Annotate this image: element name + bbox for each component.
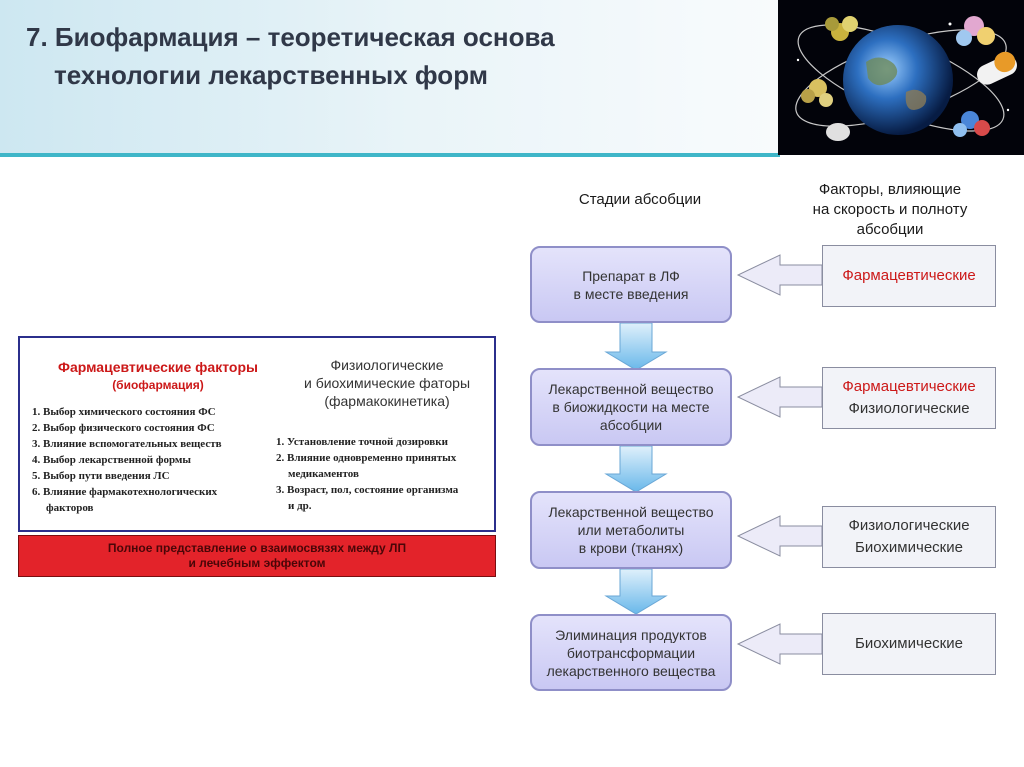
list-item: факторов (46, 502, 94, 514)
stages-heading: Стадии абсобции (578, 191, 702, 208)
list-item: 3. Влияние вспомогательных веществ (32, 438, 222, 450)
summary-bar: Полное представление о взаимосвязях межд… (18, 535, 496, 577)
down-arrow-1 (604, 322, 668, 371)
factor-box-1: Фармацевтические (822, 245, 996, 307)
pharm-factors-list: 1. Выбор химического состояния ФС 2. Выб… (32, 404, 222, 516)
factors-heading: Факторы, влияющие на скорость и полноту … (812, 181, 968, 238)
left-arrow-1 (736, 254, 823, 296)
factor-box-4: Биохимические (822, 613, 996, 675)
list-item: 1. Выбор химического состояния ФС (32, 406, 216, 418)
pharm-factors-heading: Фармацевтические факторы (биофармация) (58, 359, 258, 392)
left-arrow-3 (736, 515, 823, 557)
phys-factors-list: 1. Установление точной дозировки 2. Влия… (276, 434, 458, 514)
title-line-1: 7. Биофармация – теоретическая основа (26, 22, 555, 52)
slide-title: 7. Биофармация – теоретическая основа те… (26, 18, 766, 94)
list-item: и др. (288, 500, 312, 512)
factor-box-2: Фармацевтические Физиологические (822, 367, 996, 429)
list-item: 2. Влияние одновременно принятых (276, 452, 457, 464)
factors-comparison-panel: Фармацевтические факторы (биофармация) Ф… (18, 336, 496, 532)
list-item: 6. Влияние фармакотехнологических (32, 486, 218, 498)
phys-factors-heading: Физиологические и биохимические фаторы (… (303, 357, 471, 409)
list-item: 5. Выбор пути введения ЛС (32, 470, 170, 482)
list-item: медикаментов (288, 468, 359, 480)
down-arrow-2 (604, 445, 668, 493)
title-line-2: технологии лекарственных форм (54, 60, 488, 90)
factor-box-3: Физиологические Биохимические (822, 506, 996, 568)
list-item: 1. Установление точной дозировки (276, 436, 448, 448)
header-accent-line (0, 153, 780, 157)
down-arrow-3 (604, 568, 668, 615)
list-item: 2. Выбор физического состояния ФС (32, 422, 215, 434)
list-item: 4. Выбор лекарственной формы (32, 454, 192, 466)
list-item: 3. Возраст, пол, состояние организма (276, 484, 459, 496)
globe-molecules-image (778, 0, 1024, 155)
left-arrow-2 (736, 376, 823, 418)
left-arrow-4 (736, 623, 823, 665)
